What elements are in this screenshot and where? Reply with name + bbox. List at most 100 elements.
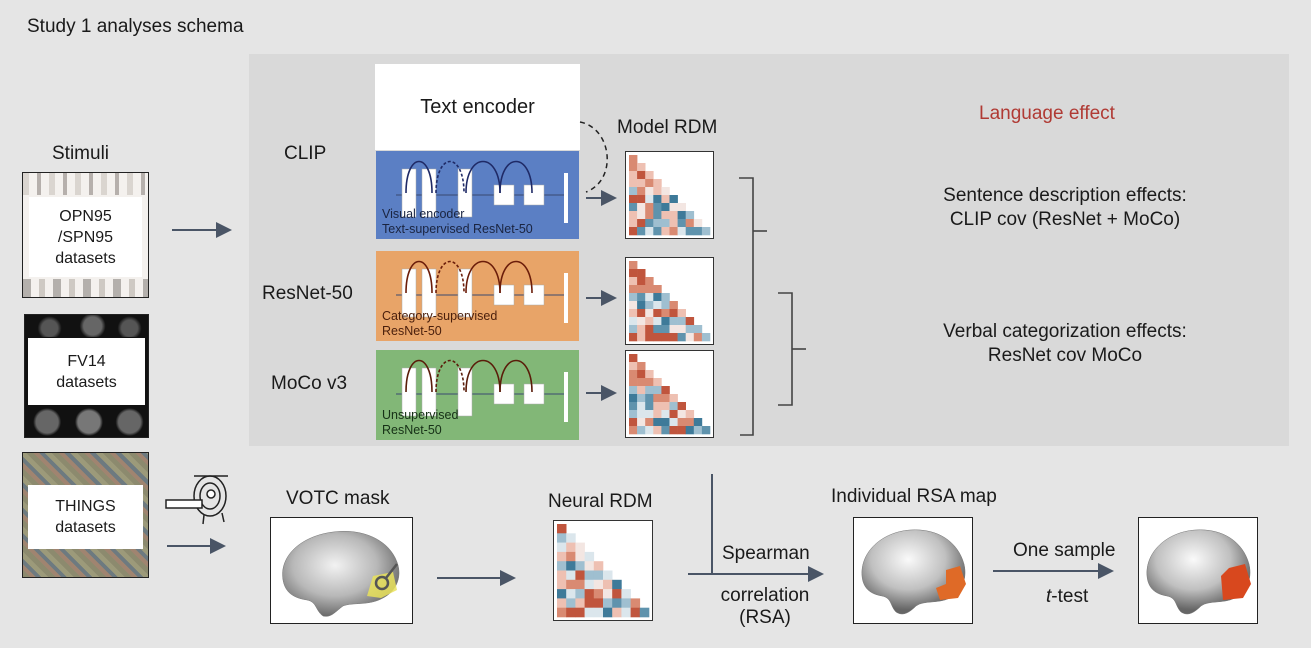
rdm-cell (693, 227, 703, 236)
rdm-cell (637, 187, 646, 196)
effect-title: Verbal categorization effects: (943, 321, 1187, 342)
rdm-cell (629, 370, 638, 379)
rdm-cell (584, 607, 595, 618)
rsa-text: (RSA) (739, 607, 791, 628)
rdm-cell (593, 561, 604, 571)
rdm-cell (669, 394, 678, 403)
rdm-cell (566, 598, 576, 608)
rdm-cell (566, 579, 576, 590)
rdm-cell (645, 386, 654, 395)
rdm-cell (637, 402, 646, 411)
layer-cube (523, 184, 545, 206)
model-label-resnet: ResNet-50 (262, 283, 353, 304)
encoder-caption-2: ResNet-50 (382, 324, 442, 338)
rdm-cell (669, 317, 678, 326)
rdm-cell (653, 301, 662, 310)
rdm-cell (637, 394, 646, 403)
rdm-cell (685, 325, 695, 334)
rdm-cell (645, 293, 654, 302)
rdm-cell (685, 317, 695, 326)
rdm-cell (645, 203, 654, 212)
rdm-cell (612, 607, 622, 618)
rdm-cell (677, 219, 686, 228)
rdm-cell (677, 410, 686, 419)
rdm-cell (575, 570, 585, 581)
layer-block (401, 268, 417, 318)
rdm-cell (653, 219, 662, 228)
rdm-cell (645, 317, 654, 326)
rdm-cell (566, 542, 576, 553)
model-rdm-moco (625, 350, 714, 438)
stimulus-fv14: FV14 datasets (24, 314, 149, 438)
rdm-cell (685, 219, 695, 228)
rdm-cell (575, 589, 585, 599)
rdm-cell (645, 195, 654, 204)
stimulus-things: THINGS datasets (22, 452, 149, 578)
text-encoder-label: Text encoder (420, 95, 535, 118)
rdm-cell (575, 561, 585, 571)
rdm-cell (612, 598, 622, 608)
individual-rsa-brain (853, 517, 973, 624)
text-encoder-box: Text encoder (375, 64, 580, 150)
rdm-cell (669, 410, 678, 419)
rdm-cell (603, 607, 613, 618)
rdm-cell (637, 418, 646, 427)
fmri-scanner-icon (165, 475, 228, 525)
moco-encoder: Unsupervised ResNet-50 (376, 350, 579, 440)
t-italic: t (1046, 586, 1052, 607)
rdm-cell (629, 227, 638, 236)
rdm-cell (701, 426, 711, 435)
rdm-cell (629, 187, 638, 196)
rdm-cell (637, 386, 646, 395)
rdm-cell (637, 333, 646, 342)
rdm-cell (629, 333, 638, 342)
skip-connection (499, 160, 533, 194)
rdm-cell (575, 542, 585, 553)
effect-formula: CLIP cov (ResNet + MoCo) (949, 209, 1181, 230)
rdm-cell (645, 187, 654, 196)
rdm-cell (685, 426, 695, 435)
rdm-cell (629, 301, 638, 310)
rdm-cell (677, 211, 686, 220)
rdm-cell (645, 219, 654, 228)
rdm-cell (677, 309, 686, 318)
rdm-cell (637, 171, 646, 180)
rdm-cell (677, 203, 686, 212)
rdm-cell (637, 179, 646, 188)
rdm-cell (661, 219, 670, 228)
model-rdm-label: Model RDM (617, 117, 718, 138)
model-label-moco: MoCo v3 (271, 373, 348, 394)
rdm-cell (645, 370, 654, 379)
figure-title: Study 1 analyses schema (27, 16, 244, 37)
rdm-cell (645, 227, 654, 236)
rdm-cell (645, 301, 654, 310)
rdm-cell (653, 410, 662, 419)
resnet-encoder: Category-supervised ResNet-50 (376, 251, 579, 341)
rdm-cell (677, 325, 686, 334)
one-sample-label: One sample (1013, 540, 1116, 561)
rdm-cell (629, 293, 638, 302)
brain-votc-icon (282, 531, 400, 617)
rdm-cell (629, 179, 638, 188)
rdm-cell (637, 195, 646, 204)
rdm-cell (653, 317, 662, 326)
skip-connection (465, 260, 501, 294)
encoder-caption-2: ResNet-50 (382, 423, 442, 437)
rdm-cell (661, 293, 670, 302)
rdm-cell (637, 269, 646, 278)
rdm-cell (629, 402, 638, 411)
rdm-cell (645, 179, 654, 188)
rdm-cell (645, 418, 654, 427)
brain-rsa-icon (861, 529, 966, 615)
rdm-cell (653, 203, 662, 212)
rdm-cell (557, 570, 567, 581)
rdm-cell (653, 227, 662, 236)
rdm-cell (669, 195, 678, 204)
rdm-cell (593, 607, 604, 618)
dataset-suffix: datasets (56, 373, 117, 391)
rdm-cell (645, 309, 654, 318)
rdm-cell (685, 333, 695, 342)
rdm-cell (645, 410, 654, 419)
rdm-cell (645, 402, 654, 411)
group-rsa-brain (1138, 517, 1258, 624)
